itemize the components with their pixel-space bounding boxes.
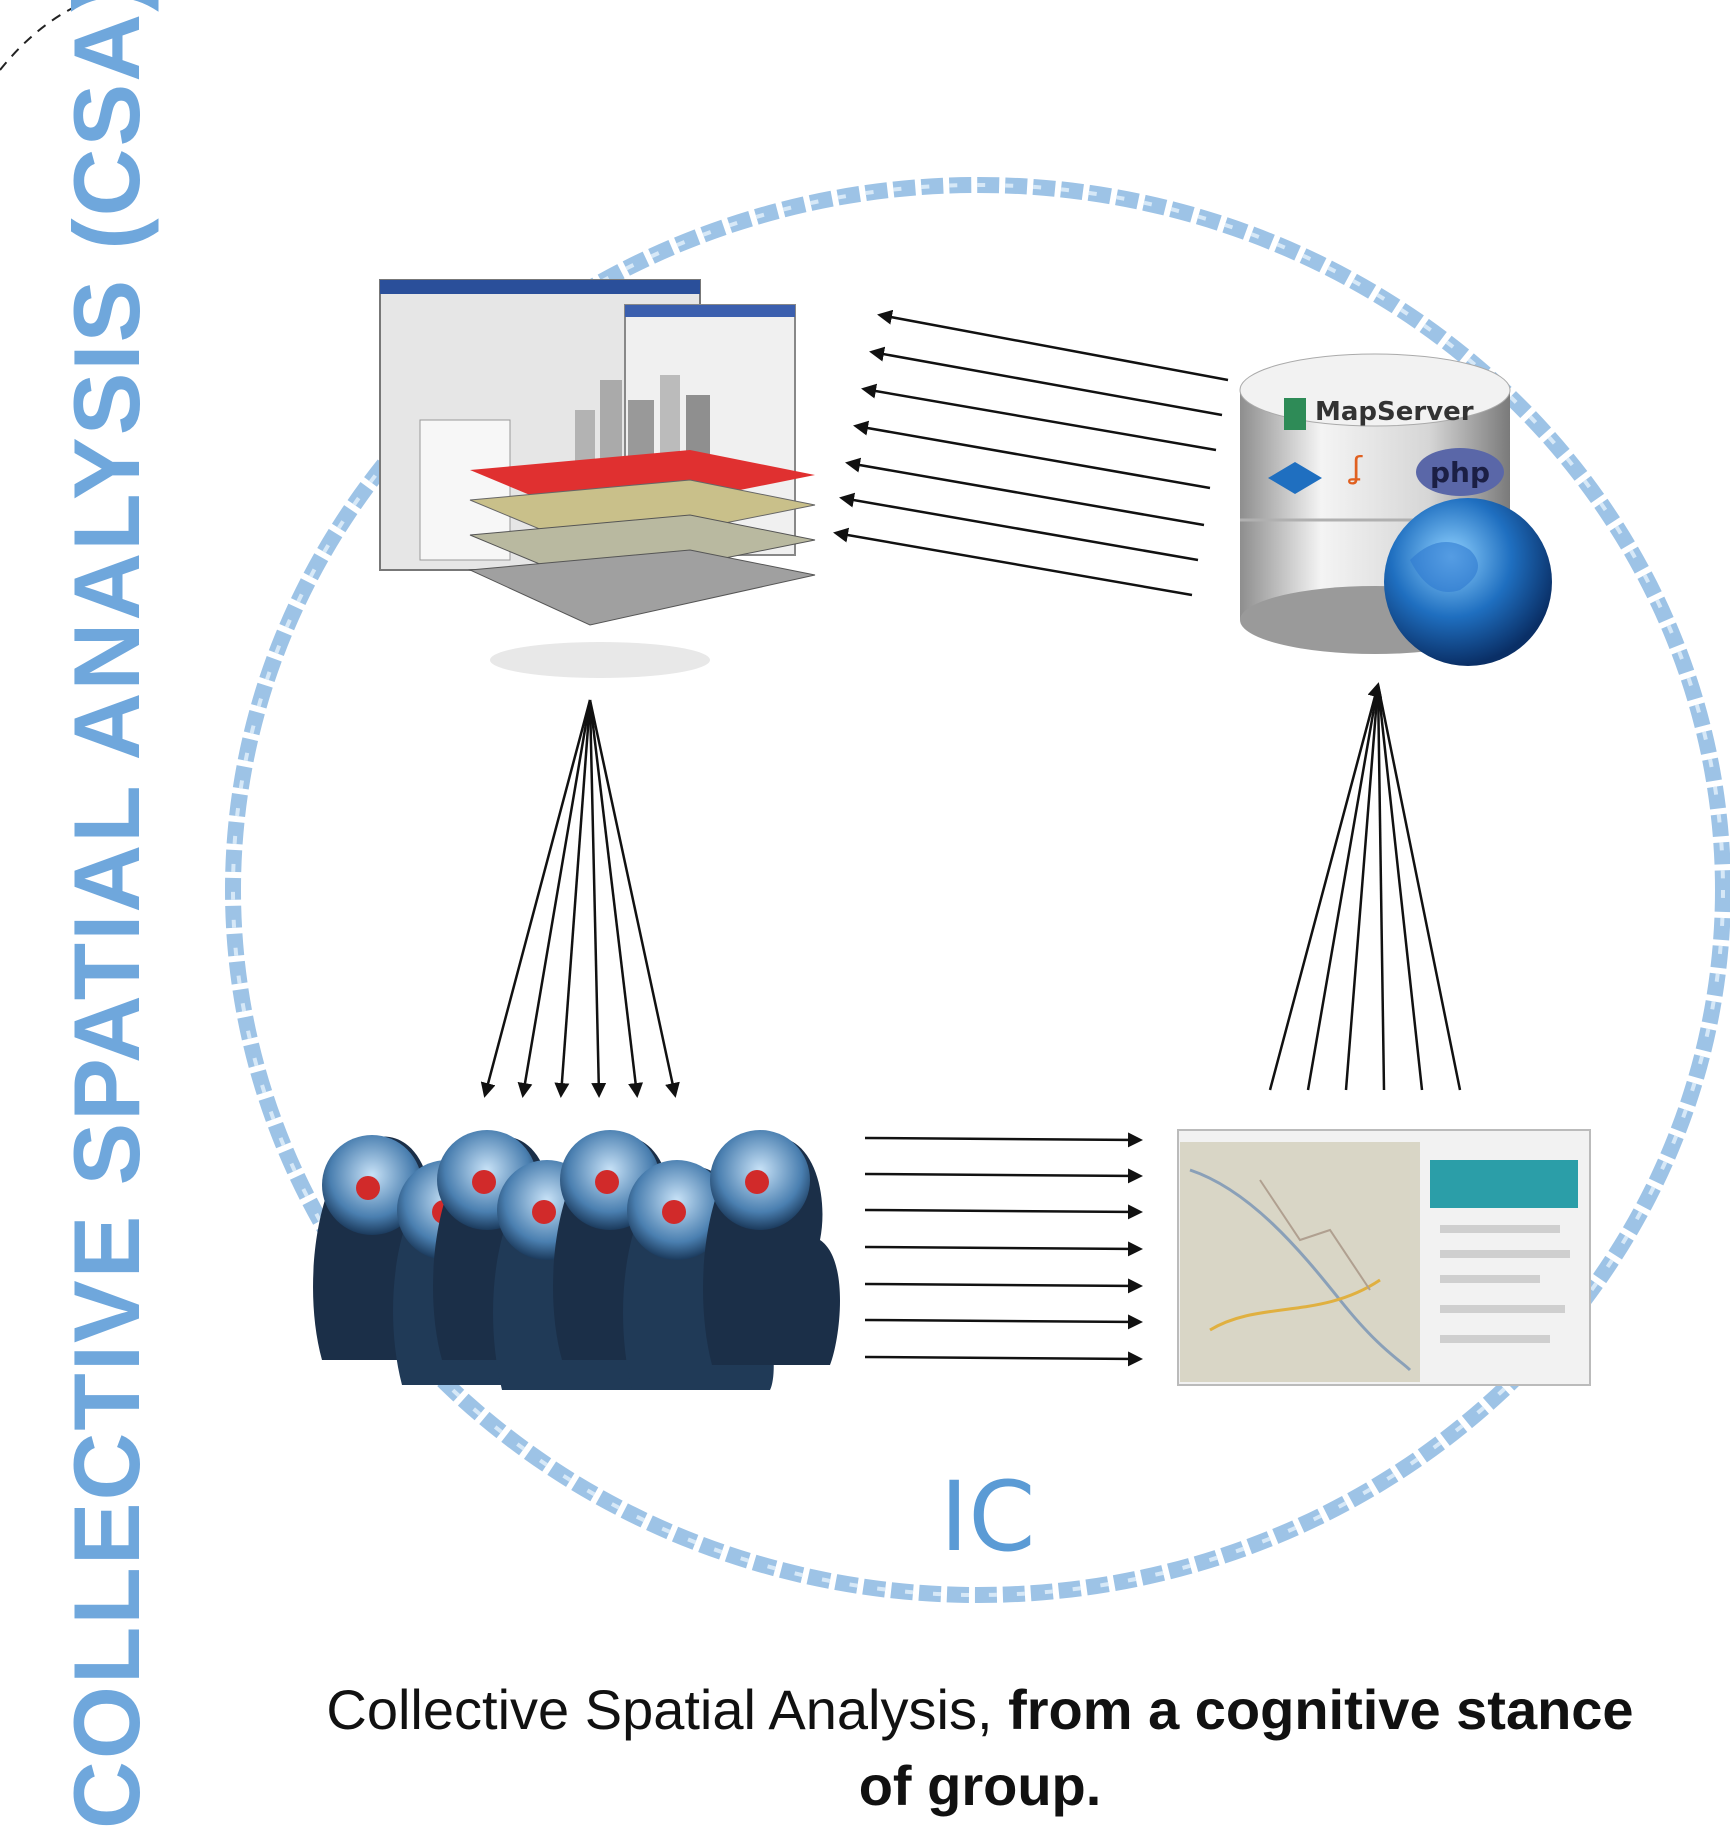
ic-label: IC: [940, 1461, 1036, 1573]
arrows-server-to-gis: [833, 309, 1229, 597]
caption-bold: from a cognitive stance of group.: [858, 1678, 1634, 1817]
mapserver-label: MapServer: [1315, 397, 1474, 427]
gis-layers-icon: [379, 279, 816, 678]
svg-text:ʆ: ʆ: [1348, 451, 1363, 486]
caption: Collective Spatial Analysis, from a cogn…: [300, 1672, 1660, 1824]
php-label: php: [1430, 456, 1490, 489]
mapserver-database-icon: MapServer ʆ php: [1239, 353, 1552, 666]
collective-ring-inner: [231, 183, 1725, 1597]
arrows-gis-to-brains: [480, 699, 680, 1098]
arrows-brains-to-webmap: [864, 1132, 1143, 1367]
vertical-title: COLLECTIVE SPATIAL ANALYSIS (CSA): [54, 0, 159, 1829]
dashed-arc-decoration: [0, 0, 91, 71]
web-map-app-icon: [1177, 1129, 1591, 1386]
brains-group-icon: [313, 1130, 840, 1390]
arrows-webmap-to-server: [1268, 682, 1462, 1091]
caption-normal: Collective Spatial Analysis,: [326, 1678, 1009, 1741]
